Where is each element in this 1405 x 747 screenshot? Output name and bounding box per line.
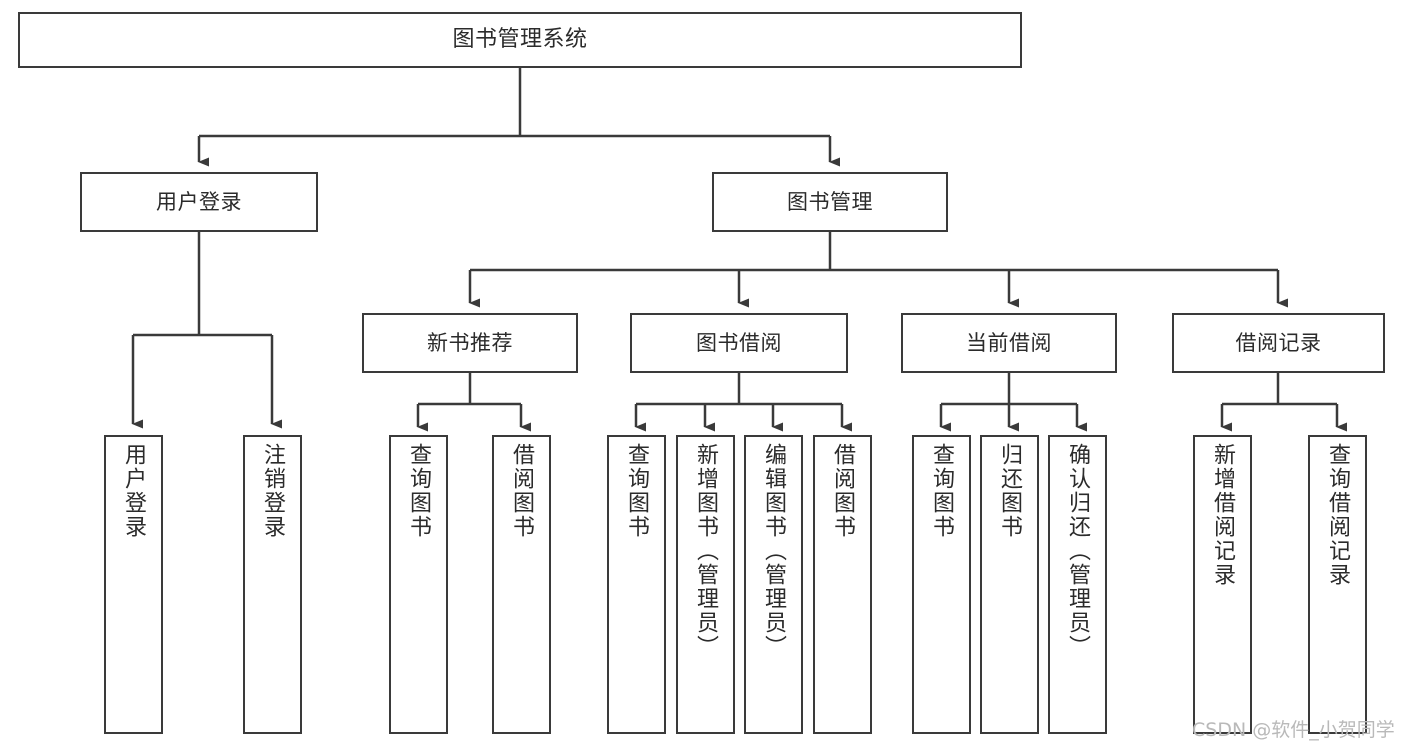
- node-label: 图书借阅: [696, 330, 782, 355]
- node-label: 新增借阅记录: [1210, 443, 1236, 587]
- node-label: 编辑图书（管理员）: [761, 443, 787, 659]
- node-label: 新增图书（管理员）: [693, 443, 719, 659]
- node-label: 查询图书: [624, 443, 650, 539]
- node-label: 用户登录: [121, 443, 147, 539]
- node-label: 当前借阅: [966, 330, 1052, 355]
- leaf-borrow-record-add-record[interactable]: 新增借阅记录: [1193, 435, 1252, 734]
- leaf-user-login-logout[interactable]: 注销登录: [243, 435, 302, 734]
- leaf-book-borrow-query-book[interactable]: 查询图书: [607, 435, 666, 734]
- node-label: 查询借阅记录: [1325, 443, 1351, 587]
- node-label: 用户登录: [156, 189, 242, 214]
- node-book-management[interactable]: 图书管理: [712, 172, 948, 232]
- leaf-book-borrow-borrow-book[interactable]: 借阅图书: [813, 435, 872, 734]
- leaf-new-book-query-book[interactable]: 查询图书: [389, 435, 448, 734]
- leaf-current-borrow-confirm-return-admin[interactable]: 确认归还（管理员）: [1048, 435, 1107, 734]
- node-root-book-management-system[interactable]: 图书管理系统: [18, 12, 1022, 68]
- leaf-current-borrow-return-book[interactable]: 归还图书: [980, 435, 1039, 734]
- node-label: 查询图书: [406, 443, 432, 539]
- leaf-book-borrow-add-book-admin[interactable]: 新增图书（管理员）: [676, 435, 735, 734]
- node-label: 确认归还（管理员）: [1065, 443, 1091, 659]
- leaf-borrow-record-query-record[interactable]: 查询借阅记录: [1308, 435, 1367, 734]
- connector-lines: [131, 68, 1347, 432]
- leaf-book-borrow-edit-book-admin[interactable]: 编辑图书（管理员）: [744, 435, 803, 734]
- node-label: 图书管理: [787, 189, 873, 214]
- node-label: 查询图书: [929, 443, 955, 539]
- node-borrow-record[interactable]: 借阅记录: [1172, 313, 1385, 373]
- node-label: 借阅记录: [1235, 330, 1322, 355]
- node-new-book-recommend[interactable]: 新书推荐: [362, 313, 578, 373]
- node-book-borrow[interactable]: 图书借阅: [630, 313, 848, 373]
- node-label: 归还图书: [997, 443, 1023, 539]
- node-user-login[interactable]: 用户登录: [80, 172, 318, 232]
- leaf-new-book-borrow-book[interactable]: 借阅图书: [492, 435, 551, 734]
- node-label: 注销登录: [260, 443, 286, 539]
- node-label: 新书推荐: [427, 330, 513, 355]
- node-label: 图书管理系统: [452, 27, 588, 53]
- node-current-borrow[interactable]: 当前借阅: [901, 313, 1117, 373]
- leaf-current-borrow-query-book[interactable]: 查询图书: [912, 435, 971, 734]
- node-label: 借阅图书: [509, 443, 535, 539]
- node-label: 借阅图书: [830, 443, 856, 539]
- leaf-user-login-login[interactable]: 用户登录: [104, 435, 163, 734]
